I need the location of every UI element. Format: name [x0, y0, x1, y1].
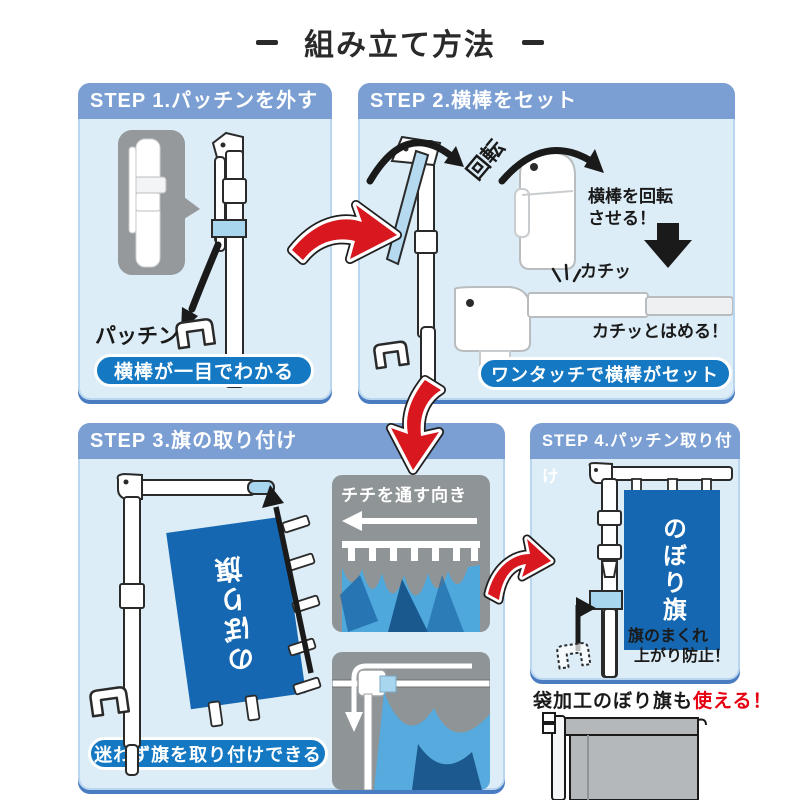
footer-note: 袋加工のぼり旗も使える！	[533, 686, 772, 713]
click-marks	[551, 263, 582, 283]
page-title-row: 組み立て方法	[0, 20, 800, 64]
rotate-note-line1: 横棒を回転	[588, 187, 673, 206]
snap-label: カチッとはめる！	[592, 322, 728, 341]
clip-icon	[89, 686, 131, 718]
corner-joint	[116, 472, 143, 500]
horizontal-bar	[131, 479, 255, 496]
telescopic-joint	[600, 560, 619, 578]
loop-direction-photo	[340, 511, 480, 632]
bar-blue-tip	[247, 480, 275, 495]
pole	[551, 715, 566, 800]
step4-panel: STEP 4.パッチン取り付け のぼり旗	[530, 423, 740, 680]
step1-panel: STEP 1.パッチンを外す	[78, 83, 332, 400]
down-arrow	[644, 223, 692, 268]
pole-body	[225, 150, 244, 388]
step4-flag: のぼり旗	[624, 490, 720, 650]
step1-header: STEP 1.パッチンを外す	[78, 83, 332, 119]
flag-sleeve	[564, 717, 699, 736]
horizontal-bar	[597, 466, 733, 481]
down-arrow	[188, 241, 222, 313]
clip-icon	[175, 318, 217, 350]
clip-parts	[542, 712, 556, 734]
rotate-arc	[366, 139, 454, 185]
horizontal-bar	[527, 292, 649, 318]
step3-flag-text: のぼり旗	[213, 551, 260, 675]
corner-detail-photo	[332, 663, 490, 790]
rotate-note-line2: させる！	[588, 209, 656, 228]
arrow-step2-to-step3	[386, 375, 446, 475]
step4-note-line2: 上がり防止！	[634, 648, 731, 665]
assembled-joint	[454, 286, 531, 352]
step4-note-line1: 旗のまくれ	[628, 628, 709, 645]
callout-pointer	[184, 197, 200, 219]
loop-direction-title: チチを通す向き	[341, 486, 467, 505]
title-dash-left	[256, 39, 278, 45]
clip-icon	[373, 340, 410, 370]
step3-panel: STEP 3.旗の取り付け のぼり旗	[78, 423, 505, 790]
bag-flag-illustration	[542, 712, 707, 800]
step3-flag: のぼり旗	[166, 516, 306, 710]
step4-flag-text: のぼり旗	[658, 516, 686, 624]
step4-pole-illustration	[588, 461, 733, 678]
arrow-step3-to-step4	[483, 534, 556, 605]
arrow-step1-to-step2	[287, 200, 402, 265]
pole-collar	[222, 178, 247, 204]
step1-badge: 横棒が一目でわかる	[94, 354, 314, 387]
fabric-tabs	[348, 545, 478, 561]
clip-band	[589, 590, 623, 610]
footer-note-highlight: 使える！	[693, 691, 773, 712]
page-title: 組み立て方法	[304, 29, 496, 62]
vertical-pole	[363, 693, 373, 790]
step2-badge: ワンタッチで横棒がセット	[478, 357, 732, 390]
flag-body	[569, 734, 699, 800]
step4-header: STEP 4.パッチン取り付け	[530, 423, 740, 486]
rotate-arc-2	[498, 147, 598, 185]
click-label: カチッ	[580, 262, 631, 281]
step1-pole-illustration	[118, 130, 247, 388]
clip-label: パッチン	[95, 325, 179, 348]
loop-direction-panel: チチを通す向き	[332, 475, 490, 632]
flip-arrow	[351, 663, 472, 714]
clip-band	[211, 219, 247, 238]
footer-note-text: 袋加工のぼり旗も	[533, 691, 694, 712]
bar-rail	[342, 541, 480, 548]
title-dash-right	[522, 39, 544, 45]
step3-pole-illustration	[89, 472, 275, 776]
corner-detail-panel	[332, 652, 490, 790]
step2-panel: STEP 2.横棒をセット	[358, 83, 735, 400]
pole-collar	[119, 583, 145, 609]
pole-collar	[414, 230, 438, 254]
ring	[697, 718, 707, 726]
step2-header: STEP 2.横棒をセット	[358, 83, 735, 119]
